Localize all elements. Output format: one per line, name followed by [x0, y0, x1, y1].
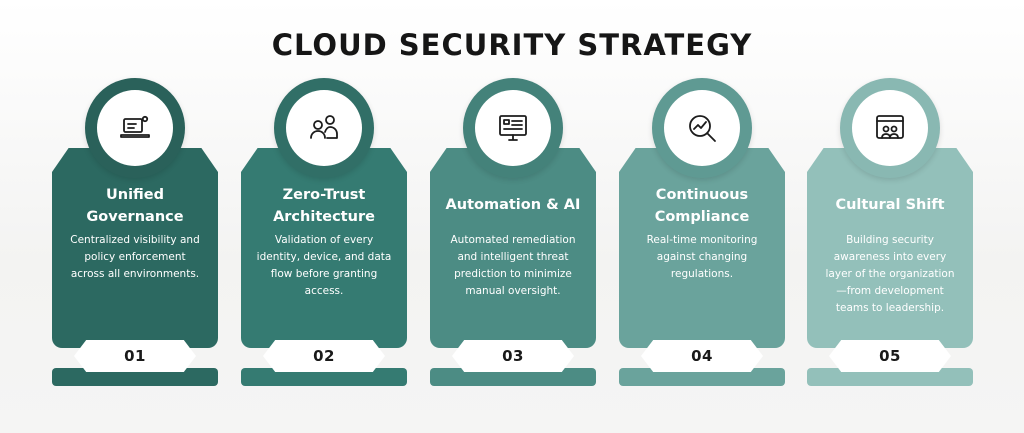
icon-disc — [97, 90, 173, 166]
card-description: Building security awareness into every l… — [825, 234, 955, 314]
card-foot — [807, 368, 973, 386]
laptop-settings-icon — [120, 115, 150, 138]
strategy-card-cultural-shift: Cultural Shift Building security awarene… — [807, 66, 973, 386]
card-number: 03 — [452, 340, 574, 372]
card-foot — [619, 368, 785, 386]
icon-disc — [852, 90, 928, 166]
team-browser-icon — [876, 115, 904, 139]
card-heading: Zero-Trust Architecture — [273, 187, 375, 225]
search-analytics-icon — [689, 115, 716, 142]
monitor-automation-icon — [499, 115, 527, 141]
strategy-card-automation-ai: Automation & AI Automated remediation an… — [430, 66, 596, 386]
user-verification-icon — [310, 115, 338, 139]
card-number: 04 — [641, 340, 763, 372]
icon-disc — [286, 90, 362, 166]
card-description: Validation of every identity, device, an… — [256, 234, 392, 297]
card-number: 05 — [829, 340, 951, 372]
icon-disc — [475, 90, 551, 166]
card-heading: Cultural Shift — [835, 197, 945, 213]
card-description: Real-time monitoring against changing re… — [646, 234, 758, 280]
card-foot — [241, 368, 407, 386]
card-description: Centralized visibility and policy enforc… — [70, 234, 200, 280]
card-number: 02 — [263, 340, 385, 372]
card-heading: Continuous Compliance — [654, 187, 750, 225]
card-heading: Automation & AI — [445, 197, 581, 213]
strategy-card-zero-trust: Zero-Trust Architecture Validation of ev… — [241, 66, 407, 386]
strategy-card-continuous-compliance: Continuous Compliance Real-time monitori… — [619, 66, 785, 386]
card-body — [619, 148, 785, 348]
card-number: 01 — [74, 340, 196, 372]
card-description: Automated remediation and intelligent th… — [450, 234, 576, 297]
icon-disc — [664, 90, 740, 166]
page-title: CLOUD SECURITY STRATEGY — [271, 28, 753, 62]
card-foot — [52, 368, 218, 386]
card-body — [52, 148, 218, 348]
card-body — [241, 148, 407, 348]
card-heading: Unified Governance — [86, 187, 184, 225]
card-body — [807, 148, 973, 348]
card-foot — [430, 368, 596, 386]
strategy-card-unified-governance: Unified Governance Centralized visibilit… — [52, 66, 218, 386]
card-body — [430, 148, 596, 348]
